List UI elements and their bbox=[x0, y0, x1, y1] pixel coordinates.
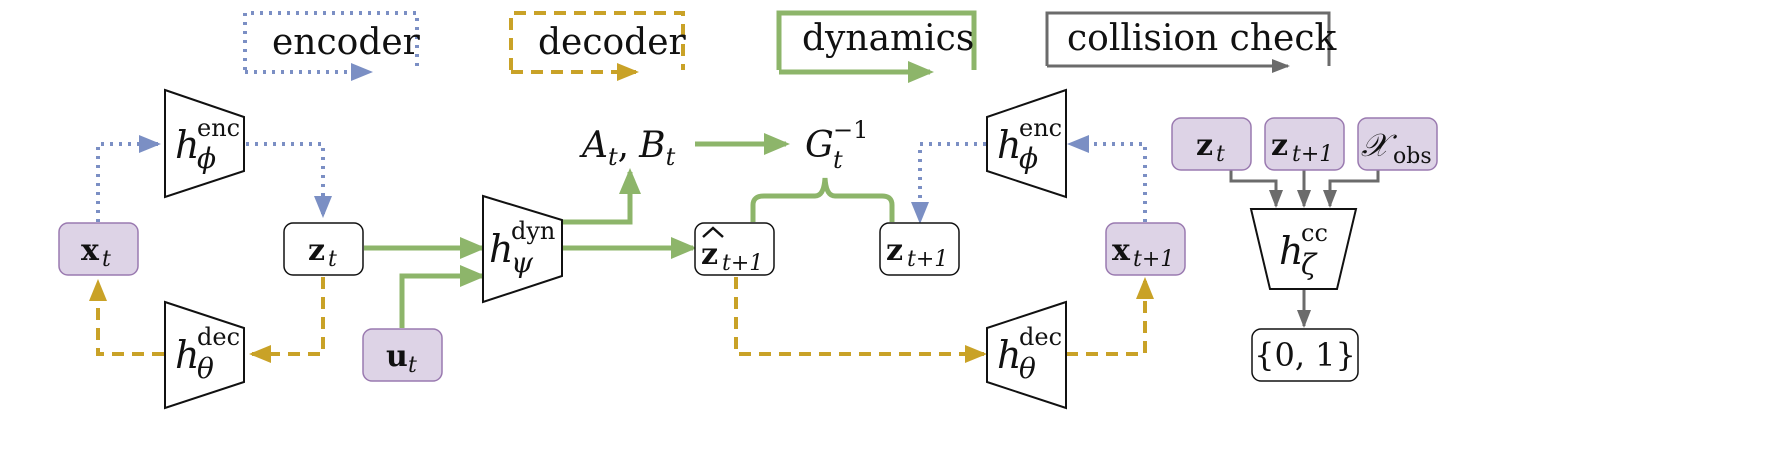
x-symbol: x bbox=[1112, 233, 1131, 268]
legend-collision-label: collision check bbox=[1067, 18, 1337, 59]
t-subscript: t bbox=[1216, 142, 1225, 167]
arrow-xt1-to-encoder bbox=[1067, 135, 1147, 222]
legend-encoder: encoder bbox=[243, 11, 421, 81]
z-symbol: z bbox=[1196, 128, 1213, 163]
node-ut: u t bbox=[362, 328, 443, 382]
encoder-block-left: h enc ϕ bbox=[164, 88, 245, 199]
t-subscript: t bbox=[102, 247, 111, 272]
arrow-cc-zt bbox=[1229, 170, 1283, 208]
arrow-zt-to-decoder bbox=[249, 277, 325, 363]
G-symbol: G bbox=[805, 125, 834, 166]
node-G-inverse: G t −1 bbox=[805, 116, 868, 174]
psi-subscript: ψ bbox=[511, 246, 534, 279]
dynamics-block: h dyn ψ bbox=[482, 194, 563, 304]
B-symbol: B bbox=[638, 125, 665, 166]
obs-subscript: obs bbox=[1393, 144, 1432, 169]
zeta-subscript: ζ bbox=[1301, 248, 1318, 281]
t-subscript: t bbox=[608, 143, 618, 171]
x-symbol: x bbox=[81, 233, 100, 268]
cc-input-xobs: 𝒳 obs bbox=[1357, 117, 1438, 171]
A-symbol: A bbox=[579, 125, 608, 166]
cc-input-zt: z t bbox=[1171, 117, 1252, 171]
arrow-zhat-to-decoder bbox=[734, 277, 987, 363]
legend: encoder decoder dynamics collision check bbox=[243, 10, 1337, 83]
z-symbol: z bbox=[1271, 128, 1288, 163]
arrow-decoder-to-xt bbox=[89, 279, 164, 356]
t-subscript: t bbox=[328, 247, 337, 272]
h-symbol: h bbox=[1279, 229, 1303, 273]
inverse-superscript: −1 bbox=[833, 116, 868, 144]
theta-subscript: θ bbox=[197, 352, 214, 385]
phi-subscript: ϕ bbox=[197, 142, 216, 175]
arrow-xt-to-encoder bbox=[96, 135, 161, 222]
dyn-superscript: dyn bbox=[511, 217, 555, 245]
t1-subscript: t+1 bbox=[907, 247, 948, 272]
z-symbol: z bbox=[886, 233, 903, 268]
node-xt: x t bbox=[58, 222, 139, 276]
node-zt1: z t+1 bbox=[879, 222, 960, 276]
decoder-block-left: h dec θ bbox=[164, 300, 245, 410]
cc-output: {0, 1} bbox=[1251, 328, 1359, 382]
arrow-cc-xobs bbox=[1323, 170, 1380, 208]
h-symbol: h bbox=[175, 333, 199, 377]
svg-text:h: h bbox=[175, 123, 199, 167]
phi-subscript: ϕ bbox=[1019, 142, 1038, 175]
dec-superscript: dec bbox=[1019, 323, 1062, 351]
h-symbol: h bbox=[997, 333, 1021, 377]
legend-encoder-label: encoder bbox=[272, 22, 421, 63]
dec-superscript: dec bbox=[197, 323, 240, 351]
theta-subscript: θ bbox=[1019, 352, 1036, 385]
node-xt1: x t+1 bbox=[1105, 222, 1186, 276]
t1-subscript: t+1 bbox=[722, 251, 763, 276]
t-subscript: t bbox=[666, 143, 676, 171]
node-zhat-t1: z t+1 bbox=[694, 222, 775, 276]
arrow-encoder-to-zt bbox=[246, 142, 332, 218]
hat-accent bbox=[702, 226, 724, 238]
legend-decoder-label: decoder bbox=[538, 22, 687, 63]
arrow-ut-to-dynamics bbox=[399, 265, 486, 328]
legend-collision: collision check bbox=[1045, 11, 1337, 73]
output-set-label: {0, 1} bbox=[1254, 336, 1356, 374]
t1-subscript: t+1 bbox=[1133, 247, 1174, 272]
enc-superscript: enc bbox=[1019, 114, 1062, 142]
legend-decoder: decoder bbox=[509, 11, 687, 81]
collision-block: h cc ζ bbox=[1249, 208, 1358, 290]
brace-G bbox=[750, 177, 895, 222]
arrow-dynamics-to-AB bbox=[563, 168, 641, 225]
h-symbol: h bbox=[997, 123, 1021, 167]
arrows bbox=[89, 133, 1380, 363]
t1-subscript: t+1 bbox=[1292, 142, 1333, 167]
arrow-encoder-to-zt1 bbox=[911, 142, 986, 224]
decoder-block-right: h dec θ bbox=[986, 300, 1067, 410]
node-AB: At,Bt bbox=[579, 125, 676, 171]
t-subscript: t bbox=[408, 353, 417, 378]
arrow-decoder-to-xt1 bbox=[1066, 277, 1154, 356]
u-symbol: u bbox=[386, 339, 408, 374]
enc-superscript: enc bbox=[197, 114, 240, 142]
svg-text:At,Bt: At,Bt bbox=[579, 125, 676, 171]
node-zt: z t bbox=[283, 222, 364, 276]
legend-dynamics-label: dynamics bbox=[802, 18, 974, 59]
t-subscript: t bbox=[833, 146, 843, 174]
z-symbol: z bbox=[701, 237, 718, 272]
encoder-block-right: h enc ϕ bbox=[986, 88, 1067, 199]
z-symbol: z bbox=[308, 233, 325, 268]
h-symbol: h bbox=[175, 123, 199, 167]
comma: , bbox=[618, 125, 629, 166]
h-symbol: h bbox=[489, 227, 513, 271]
cc-input-zt1: z t+1 bbox=[1264, 117, 1345, 171]
legend-dynamics: dynamics bbox=[776, 10, 977, 83]
cc-superscript: cc bbox=[1301, 219, 1328, 247]
